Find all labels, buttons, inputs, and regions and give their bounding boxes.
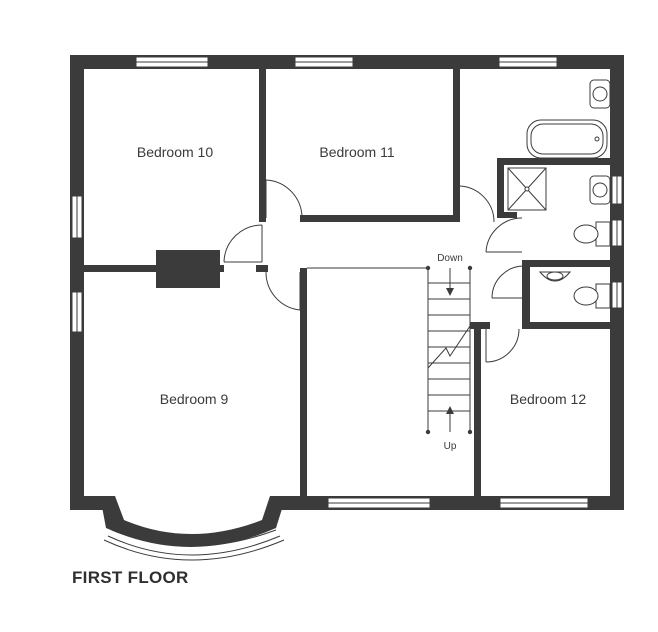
windows	[71, 56, 623, 509]
stairs-down-label: Down	[437, 253, 463, 264]
stairs-up-label: Up	[444, 441, 457, 452]
room-label-bedroom-11: Bedroom 11	[319, 144, 394, 160]
doors	[223, 179, 525, 363]
floor-title: FIRST FLOOR	[72, 568, 189, 587]
bathroom-fixtures	[507, 79, 611, 309]
staircase	[425, 265, 473, 435]
bay-window	[100, 496, 286, 561]
room-label-bedroom-12: Bedroom 12	[510, 391, 586, 407]
interior-walls	[84, 69, 610, 496]
room-label-bedroom-9: Bedroom 9	[160, 391, 229, 407]
room-label-bedroom-10: Bedroom 10	[137, 144, 213, 160]
